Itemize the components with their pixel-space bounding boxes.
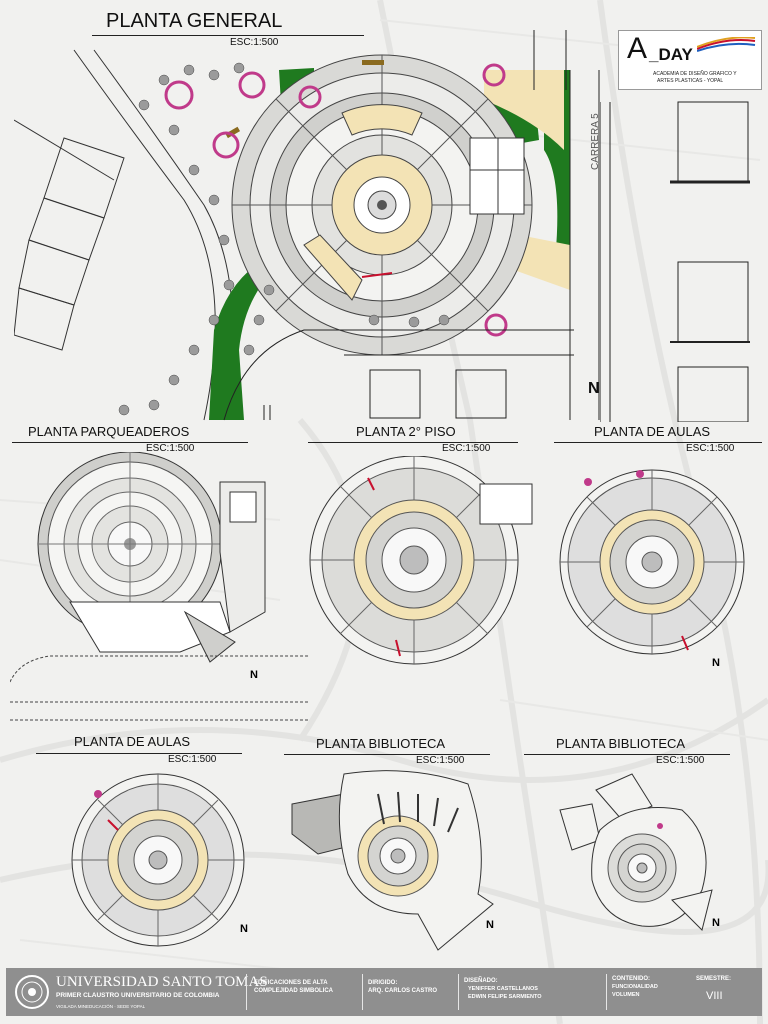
- rule-aulas-1: [554, 442, 762, 443]
- footer-separator-2: [362, 974, 363, 1010]
- plan-title-parqueaderos: PLANTA PARQUEADEROS: [28, 424, 190, 439]
- directed-label: DIRIGIDO:: [368, 980, 398, 986]
- plan-title-aulas-1: PLANTA DE AULAS: [594, 424, 711, 439]
- designer-2: EDWIN FELIPE SARMIENTO: [468, 994, 542, 1000]
- north-parqueaderos: N: [250, 669, 258, 681]
- university-note: VIGILADA MINEDUCACIÓN · SEDE YOPAL: [56, 1004, 146, 1009]
- university-seal-icon: [15, 975, 49, 1009]
- parking-lot: [14, 137, 125, 351]
- logo-tagline-1: ACADEMIA DE DISEÑO GRAFICO Y: [653, 71, 737, 77]
- main-title: PLANTA GENERAL: [106, 10, 283, 32]
- north-biblioteca-2: N: [712, 917, 720, 929]
- footer-separator-1: [246, 974, 247, 1010]
- plan-parqueaderos: N: [10, 452, 310, 721]
- course-line-2: COMPLEJIDAD SIMBOLICA: [254, 988, 334, 994]
- semester-value: VIII: [706, 990, 723, 1002]
- plan-scale-aulas-1: ESC:1:500: [686, 443, 735, 454]
- plan-scale-aulas-2: ESC:1:500: [168, 754, 217, 765]
- plan-scale-biblioteca-2: ESC:1:500: [656, 755, 705, 766]
- university-name: UNIVERSIDAD SANTO TOMAS: [56, 974, 268, 990]
- rule-biblioteca-1: [284, 754, 490, 755]
- site-plan: [14, 30, 600, 421]
- street-grid: [600, 101, 750, 422]
- designed-label: DISEÑADO:: [464, 978, 498, 984]
- content-2: VOLUMEN: [612, 992, 640, 998]
- semester-label: SEMESTRE:: [696, 976, 732, 982]
- plan-biblioteca-2: N: [559, 773, 720, 931]
- plan-title-biblioteca-2: PLANTA BIBLIOTECA: [556, 736, 686, 751]
- north-biblioteca-1: N: [486, 919, 494, 931]
- plan-scale-segundo-piso: ESC:1:500: [442, 443, 491, 454]
- rule-parqueaderos: [12, 442, 248, 443]
- trees: [118, 62, 450, 416]
- main-scale: ESC:1:500: [230, 37, 279, 48]
- content-label: CONTENIDO:: [612, 976, 650, 982]
- directed-name: ARQ. CARLOS CASTRO: [368, 988, 437, 994]
- content-1: FUNCIONALIDAD: [612, 984, 658, 990]
- north-aulas-2: N: [240, 923, 248, 935]
- university-subtitle: PRIMER CLAUSTRO UNIVERSITARIO DE COLOMBI…: [56, 992, 220, 999]
- plan-title-biblioteca-1: PLANTA BIBLIOTECA: [316, 736, 446, 751]
- footer-separator-4: [606, 974, 607, 1010]
- logo-a: A: [627, 32, 648, 65]
- plan-aulas-2: N: [71, 773, 248, 947]
- north-arrow: N: [588, 380, 600, 397]
- logo-day: _DAY: [649, 45, 693, 64]
- plan-title-segundo-piso: PLANTA 2° PISO: [356, 424, 456, 439]
- academy-logo: A _DAY ACADEMIA DE DISEÑO GRAFICO Y ARTE…: [618, 30, 762, 90]
- plan-biblioteca-1: N: [291, 770, 494, 951]
- logo-tagline-2: ARTES PLASTICAS - YOPAL: [657, 78, 724, 84]
- title-block-footer: UNIVERSIDAD SANTO TOMAS PRIMER CLAUSTRO …: [6, 968, 762, 1016]
- course-line-1: EDIFICACIONES DE ALTA: [254, 980, 328, 986]
- designer-1: YENIFFER CASTELLANOS: [468, 986, 538, 992]
- plan-aulas-1: N: [559, 469, 745, 669]
- plan-title-aulas-2: PLANTA DE AULAS: [74, 734, 191, 749]
- footer-separator-3: [458, 974, 459, 1010]
- rule-aulas-2: [36, 753, 242, 754]
- logo-brush-icon: [697, 37, 756, 52]
- rule-biblioteca-2: [524, 754, 730, 755]
- plan-segundo-piso: [309, 456, 533, 665]
- title-underline: [92, 35, 364, 36]
- north-aulas-1: N: [712, 657, 720, 669]
- rule-segundo-piso: [308, 442, 518, 443]
- plan-scale-parqueaderos: ESC:1:500: [146, 443, 195, 454]
- plan-scale-biblioteca-1: ESC:1:500: [416, 755, 465, 766]
